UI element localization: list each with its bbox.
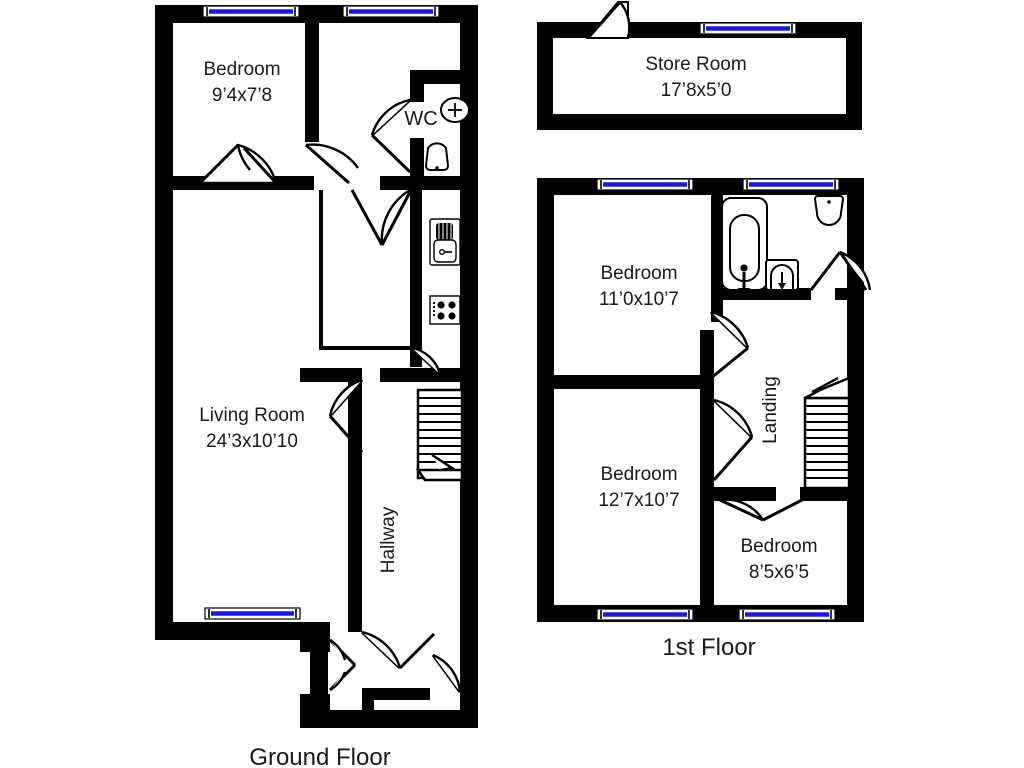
door-porch-inner — [328, 638, 357, 692]
label-living-room: Living Room 24’3x10’10 — [199, 405, 305, 452]
room-dimensions: 8’5x6’5 — [749, 562, 809, 583]
ground-floor-walls — [155, 5, 478, 728]
room-dimensions: 12’7x10’7 — [598, 490, 679, 511]
room-name: Store Room — [645, 54, 746, 75]
ground-floor-window-bedroom-front — [202, 5, 300, 18]
label-landing: Landing — [760, 376, 781, 444]
room-name: Hallway — [378, 506, 399, 573]
label-bedroom-12x10: Bedroom 12’7x10’7 — [598, 464, 679, 511]
door-hall-to-kitchen — [350, 188, 412, 246]
room-dimensions: 24’3x10’10 — [206, 431, 298, 452]
room-dimensions: 17’8x5’0 — [661, 80, 732, 101]
room-dimensions: 9’4x7’8 — [212, 85, 272, 106]
door-bathroom — [809, 250, 872, 291]
room-name: Living Room — [199, 405, 305, 426]
ground-floor-staircase — [415, 388, 464, 482]
hall-alcove-partition — [319, 190, 410, 350]
label-wc: WC — [404, 108, 437, 130]
door-porch-hall — [360, 630, 436, 670]
door-living-to-hall — [328, 378, 364, 453]
kitchen-sink-icon — [429, 218, 461, 266]
first-floor-plan: Bedroom 11’0x10’7 Bedroom 12’7x10’7 Bedr… — [537, 178, 872, 661]
room-name: Landing — [760, 376, 781, 444]
bathroom-wash-basin-icon — [765, 259, 799, 291]
first-floor-window-bathroom — [742, 178, 840, 191]
door-front-entrance — [431, 653, 462, 693]
bathroom-toilet-icon — [813, 195, 845, 226]
room-name: Bedroom — [203, 59, 280, 80]
label-bedroom-11x10: Bedroom 11’0x10’7 — [599, 263, 679, 310]
door-bedroom-to-living — [197, 143, 278, 185]
room-dimensions: 11’0x10’7 — [599, 289, 679, 310]
label-bedroom-ground: Bedroom 9’4x7’8 — [203, 59, 280, 106]
first-floor-title: 1st Floor — [662, 634, 755, 661]
store-room-window — [699, 22, 797, 35]
label-store-room: Store Room 17’8x5’0 — [645, 54, 746, 101]
door-bedroom2 — [712, 398, 754, 481]
first-floor-window-bedroom1 — [596, 178, 694, 191]
first-floor-window-bedroom2 — [596, 608, 694, 621]
room-name: WC — [404, 108, 437, 130]
room-name: Bedroom — [600, 464, 677, 485]
room-name: Bedroom — [600, 263, 677, 284]
store-room-door — [585, 1, 631, 39]
ground-floor-title: Ground Floor — [249, 744, 390, 768]
label-bedroom-8x6: Bedroom 8’5x6’5 — [740, 536, 817, 583]
ground-floor-window-hall-front — [342, 5, 440, 18]
first-floor-staircase — [803, 376, 851, 490]
door-bedroom3 — [719, 498, 803, 522]
label-hallway: Hallway — [378, 506, 399, 573]
wc-wash-basin-icon — [440, 97, 470, 123]
wc-toilet-icon — [424, 142, 450, 171]
store-room-plan: Store Room 17’8x5’0 — [537, 1, 862, 130]
door-kitchen-rear — [410, 346, 442, 375]
bath-icon — [721, 197, 768, 294]
door-bedroom-to-hall — [305, 143, 359, 185]
first-floor-window-bedroom3 — [738, 608, 836, 621]
door-bedroom1 — [709, 310, 750, 380]
door-wc — [370, 98, 412, 174]
ground-floor-window-living-rear — [204, 607, 301, 620]
ground-floor-plan: Bedroom 9’4x7’8 Living Room 24’3x10’10 W… — [155, 5, 478, 768]
kitchen-hob-icon — [429, 295, 461, 325]
room-name: Bedroom — [740, 536, 817, 557]
